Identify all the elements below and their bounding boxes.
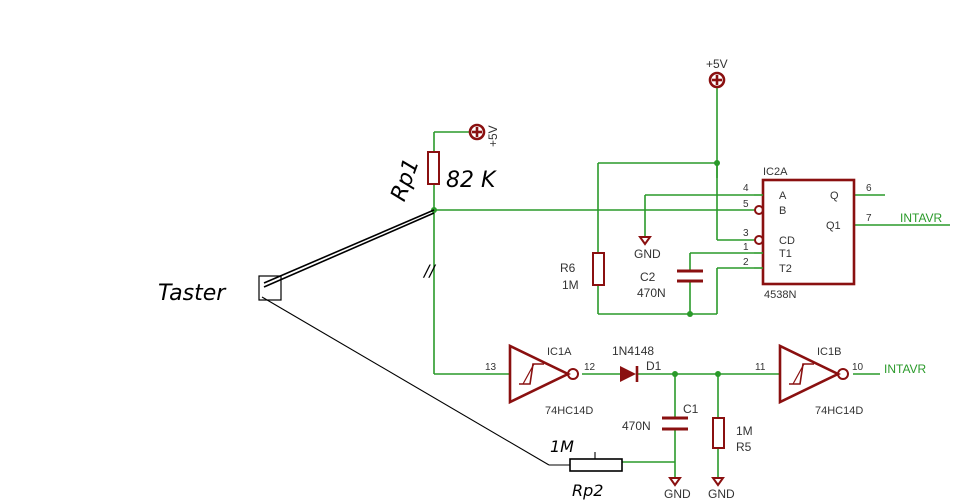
- gnd-c1: GND: [664, 477, 691, 501]
- ic1b-out-pin: 10: [852, 362, 864, 373]
- resistor-rp2: 1M Rp2: [550, 437, 623, 500]
- ic1a: IC1A 74HC14D 13 12: [485, 343, 596, 417]
- ic2a-pin5-num: 5: [743, 199, 749, 210]
- ic1b-type: 74HC14D: [815, 405, 863, 417]
- taster-label: Taster: [158, 281, 227, 306]
- cap-mark: //: [422, 261, 436, 280]
- ic2a-type: 4538N: [764, 289, 796, 301]
- gnd-c1-label: GND: [664, 487, 691, 501]
- net-intavr-bottom: INTAVR: [884, 362, 927, 376]
- capacitor-c2: C2 470N: [637, 269, 703, 300]
- capacitor-c1: C1 470N: [622, 402, 699, 433]
- supply-top-label: +5V: [706, 57, 728, 71]
- ic2a-pin7-num: 7: [866, 213, 872, 224]
- ic1a-in-pin: 13: [485, 362, 497, 373]
- ic2a: IC2A 4538N 4 5 3 1 2 A B CD T1 T2 Q Q1 6…: [743, 166, 872, 301]
- ic2a-pin3-num: 3: [743, 228, 749, 239]
- ic1b-name: IC1B: [817, 346, 841, 358]
- rp2-value: 1M: [550, 437, 574, 456]
- r6-value: 1M: [562, 278, 579, 292]
- ic2a-pin-b: B: [779, 205, 786, 217]
- ic2a-name: IC2A: [763, 166, 788, 178]
- r5-value: 1M: [736, 424, 753, 438]
- c1-value: 470N: [622, 419, 651, 433]
- d1-name: D1: [646, 359, 662, 373]
- gnd-r5-label: GND: [708, 487, 735, 501]
- ic2a-pin6-num: 6: [866, 183, 872, 194]
- c2-name: C2: [640, 270, 656, 284]
- ic1a-type: 74HC14D: [545, 405, 593, 417]
- diode-d1: 1N4148 D1: [612, 344, 662, 382]
- c1-name: C1: [683, 402, 699, 416]
- wires: [433, 88, 950, 478]
- ic1a-out-pin: 12: [584, 362, 596, 373]
- rp1-name: Rp1: [386, 155, 424, 204]
- gnd-ic2a-label: GND: [634, 247, 661, 261]
- junctions: [431, 160, 721, 377]
- gnd-ic2a: GND: [634, 236, 661, 261]
- supply-left-label: +5V: [486, 125, 500, 147]
- ic1a-name: IC1A: [547, 346, 572, 358]
- gnd-r5: GND: [708, 477, 735, 501]
- r5-name: R5: [736, 440, 752, 454]
- resistor-r5: 1M R5: [712, 417, 753, 454]
- supply-top: +5V: [706, 57, 728, 89]
- resistor-rp1: Rp1 82 K: [386, 151, 497, 205]
- ic2a-pin-q1: Q1: [826, 220, 841, 232]
- rp2-name: Rp2: [572, 481, 603, 500]
- ic2a-pin4-num: 4: [743, 183, 749, 194]
- taster-button: Taster: [158, 209, 570, 466]
- r6-name: R6: [560, 261, 576, 275]
- ic2a-pin-t2: T2: [779, 263, 792, 275]
- ic2a-pin-a: A: [779, 190, 787, 202]
- c2-value: 470N: [637, 286, 666, 300]
- ic2a-pin2-num: 2: [743, 257, 749, 268]
- d1-value: 1N4148: [612, 344, 654, 358]
- ic1b: IC1B 74HC14D 11 10: [755, 343, 864, 417]
- supply-left: +5V: [468, 123, 500, 147]
- ic2a-pin-q: Q: [830, 190, 839, 202]
- ic1b-in-pin: 11: [755, 362, 766, 373]
- ic2a-pin1-num: 1: [743, 242, 749, 253]
- ic2a-pin-t1: T1: [779, 248, 792, 260]
- net-intavr-top: INTAVR: [900, 211, 943, 225]
- resistor-r6: R6 1M: [560, 252, 605, 292]
- rp1-value: 82 K: [446, 168, 497, 193]
- ic2a-pin-cd: CD: [779, 235, 795, 247]
